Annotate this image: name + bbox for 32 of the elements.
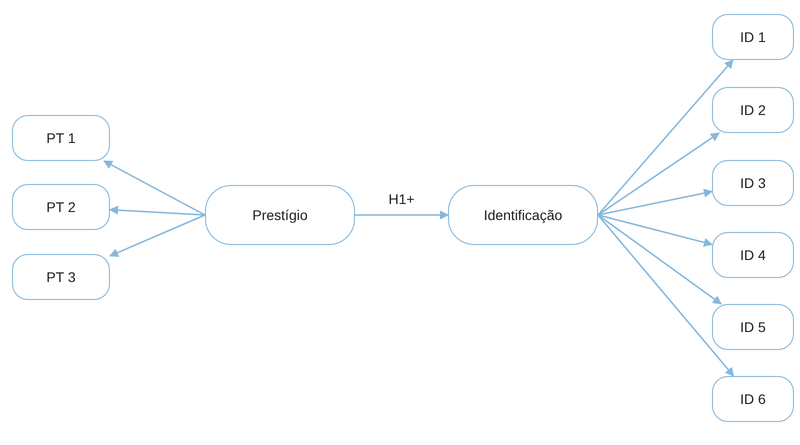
node-label: ID 3 xyxy=(740,175,766,191)
node-label: PT 1 xyxy=(46,130,76,146)
rounded-node xyxy=(205,185,355,245)
arrow xyxy=(355,210,449,220)
rounded-node xyxy=(712,87,794,133)
arrow xyxy=(598,188,713,216)
arrow xyxy=(597,214,734,377)
rounded-node xyxy=(712,376,794,422)
node-label: Prestígio xyxy=(252,207,308,223)
arrow xyxy=(109,206,206,216)
node-label: PT 2 xyxy=(46,199,76,215)
node-label: ID 1 xyxy=(740,29,766,45)
node-label: PT 3 xyxy=(46,269,76,285)
rounded-node xyxy=(712,232,794,278)
node-label: Identificação xyxy=(484,207,562,223)
node-label: ID 2 xyxy=(740,102,766,118)
rounded-node xyxy=(712,14,794,60)
rounded-node xyxy=(12,115,110,161)
node-label: ID 4 xyxy=(740,247,766,263)
rounded-node xyxy=(712,160,794,206)
rounded-node xyxy=(712,304,794,350)
arrow xyxy=(597,59,734,216)
arrow xyxy=(103,160,206,216)
arrow xyxy=(598,214,713,247)
rounded-node xyxy=(12,254,110,300)
node-label: ID 6 xyxy=(740,391,766,407)
rounded-node xyxy=(12,184,110,230)
rounded-node xyxy=(448,185,598,245)
arrow xyxy=(598,132,720,216)
arrow xyxy=(109,214,206,257)
arrow xyxy=(598,214,722,305)
node-label: ID 5 xyxy=(740,319,766,335)
